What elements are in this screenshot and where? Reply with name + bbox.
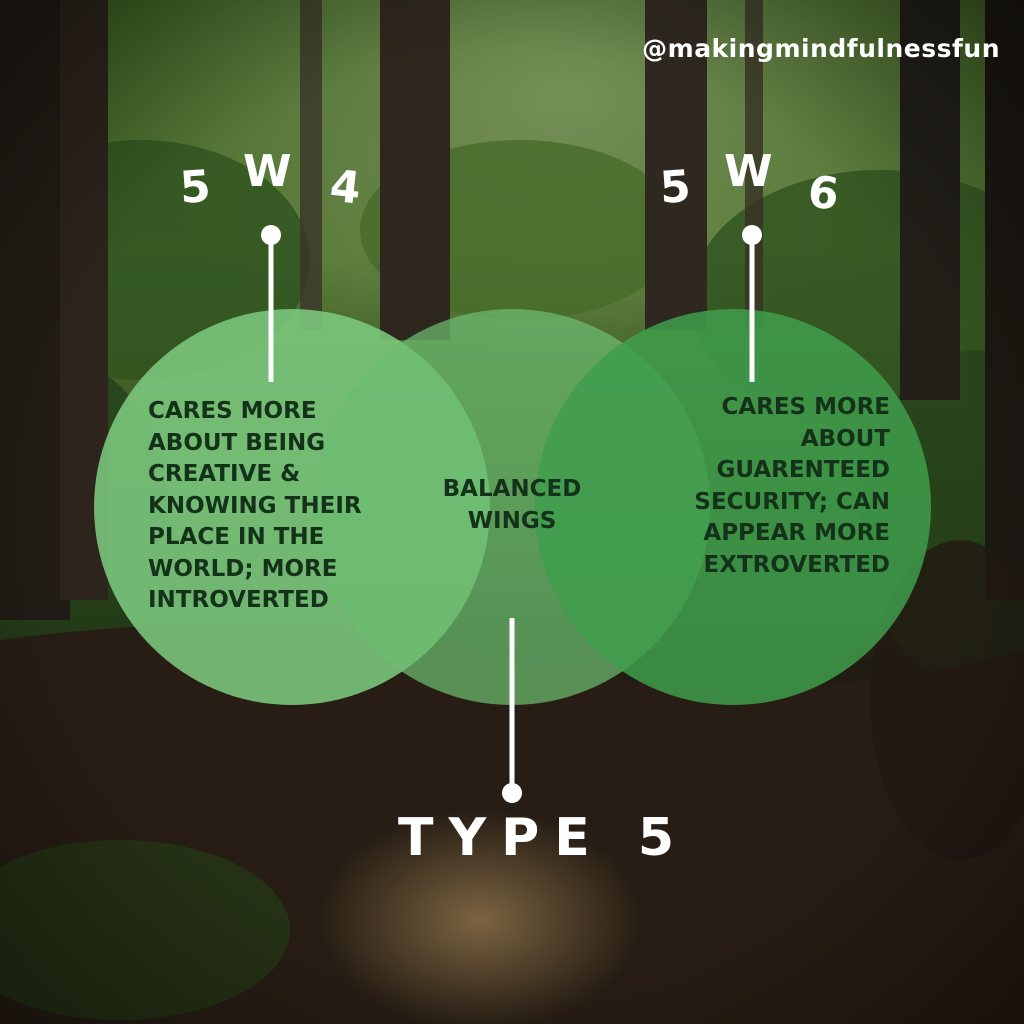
description-balanced-wings: BALANCED WINGS: [442, 476, 582, 534]
social-handle: @makingmindfulnessfun: [642, 34, 1000, 63]
connector-dot-5w6: [742, 225, 762, 245]
label-5w4-char-1: 5: [178, 160, 213, 215]
connector-dot-type5: [502, 783, 522, 803]
description-5w4: CARES MORE ABOUT BEING CREATIVE & KNOWIN…: [148, 398, 362, 613]
label-5w6-char-3: 6: [805, 166, 842, 221]
label-5w6-char-2: W: [724, 146, 773, 197]
label-5w4-char-2: W: [243, 146, 292, 197]
circle-5w6: [535, 309, 931, 705]
label-5w6-char-1: 5: [658, 160, 693, 215]
type-label: TYPE 5: [398, 808, 690, 868]
connector-dot-5w4: [261, 225, 281, 245]
label-5w4-char-3: 4: [327, 160, 364, 215]
description-5w6: CARES MORE ABOUT GUARENTEED SECURITY; CA…: [694, 394, 890, 578]
